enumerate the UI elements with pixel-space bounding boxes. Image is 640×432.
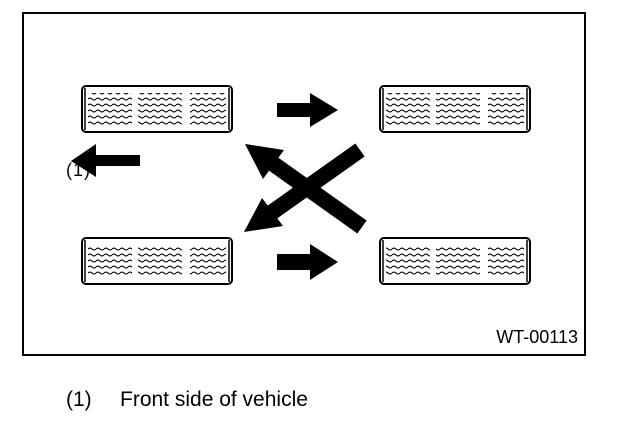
cross-arrow-head-a bbox=[245, 144, 284, 179]
caption: (1) Front side of vehicle bbox=[66, 388, 308, 412]
cross-arrow-head-b bbox=[244, 198, 283, 232]
caption-text: Front side of vehicle bbox=[120, 388, 308, 411]
caption-number: (1) bbox=[66, 388, 92, 411]
front-direction-marker: (1) bbox=[66, 160, 91, 180]
tire-front-right bbox=[379, 85, 531, 133]
tires-layer bbox=[81, 85, 531, 285]
figure-frame: WT-00113 bbox=[22, 12, 586, 356]
figure-id: WT-00113 bbox=[496, 327, 578, 347]
cross-arrow-line-b bbox=[259, 143, 365, 225]
front-direction-arrow bbox=[71, 144, 140, 177]
tire-rear-left bbox=[81, 237, 233, 285]
tire-rear-right bbox=[379, 237, 531, 285]
front-to-rear-arrow-bottom bbox=[277, 244, 338, 280]
tire-front-left bbox=[81, 85, 233, 133]
front-to-rear-arrow-top bbox=[277, 93, 338, 127]
